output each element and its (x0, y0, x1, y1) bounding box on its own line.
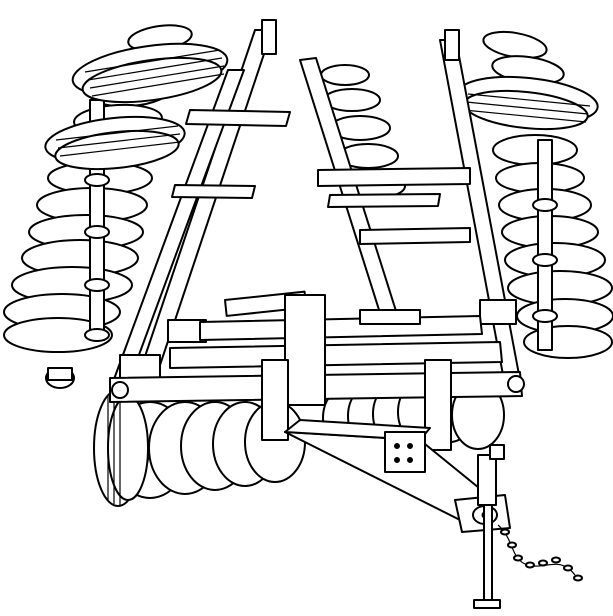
left-wing-frame (109, 19, 291, 396)
gang-spool (537, 139, 553, 351)
left-wing-tire-lower (44, 115, 186, 171)
hub (532, 198, 558, 212)
center-transport-tire (93, 389, 149, 507)
safety-chain (497, 524, 583, 582)
right-wing-tire (457, 75, 599, 131)
left-wing-tire-upper (71, 42, 229, 104)
hub (84, 173, 110, 187)
right-wing-disc-gang (482, 30, 613, 359)
disc-blade (3, 317, 113, 353)
main-frame (109, 290, 525, 451)
hub (84, 278, 110, 292)
left-wing-tires (44, 42, 229, 171)
disc-blade (492, 134, 578, 166)
hub (84, 328, 110, 342)
parking-jack (473, 444, 505, 609)
hub (532, 309, 558, 323)
left-rear-gauge-wheel (45, 367, 75, 389)
hub (84, 225, 110, 239)
hub (532, 253, 558, 267)
center-rear-disc-gang (111, 377, 505, 499)
